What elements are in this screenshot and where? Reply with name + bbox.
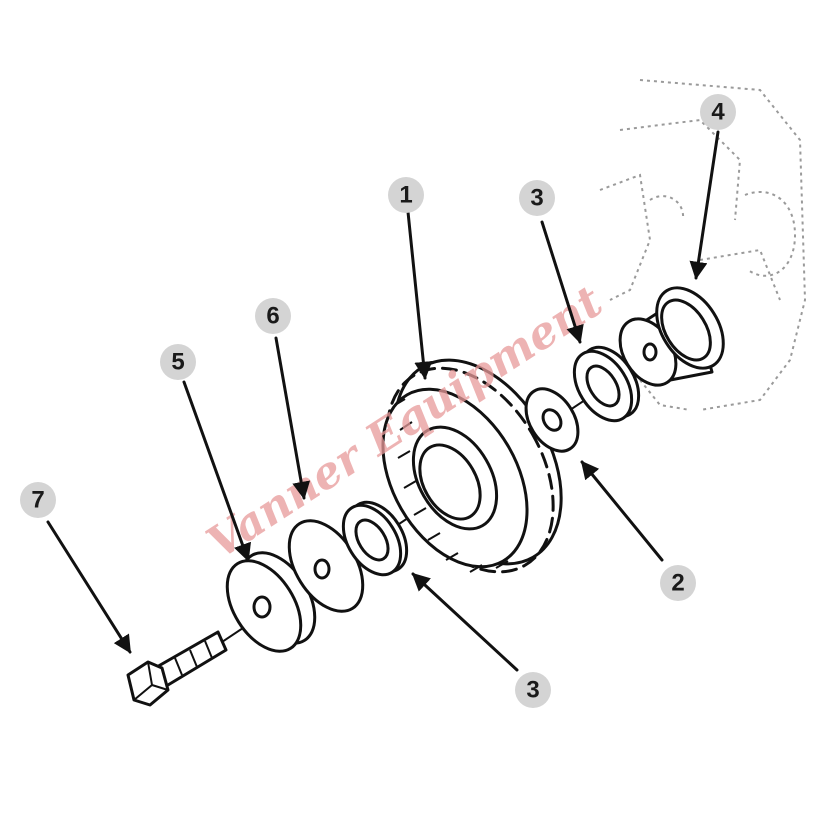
part-2-spacer [524,387,580,453]
part-3-bearing-rear [572,345,641,423]
part-3-bearing-front [341,500,409,577]
callout-3-bottom-label: 3 [526,677,539,704]
callout-6: 6 [255,298,291,334]
leader-4 [689,130,720,280]
leader-3-bottom [411,572,519,672]
leader-lines [46,130,720,672]
callout-5-label: 5 [171,349,184,376]
callout-2: 2 [660,565,696,601]
part-7-bolt [126,630,228,707]
housing-sketch [599,79,807,411]
leader-2 [580,460,664,562]
callout-7-label: 7 [31,487,44,514]
callout-6-label: 6 [266,303,279,330]
callout-3-bottom: 3 [515,672,551,708]
callouts: 1 2 3 3 4 5 6 7 [20,94,736,708]
leader-7 [46,520,132,654]
callout-3-top: 3 [519,180,555,216]
callout-2-label: 2 [671,570,684,597]
callout-3-top-label: 3 [530,185,543,212]
part-4-hub [618,286,725,387]
leader-5 [182,380,251,562]
callout-7: 7 [20,482,56,518]
callout-4: 4 [700,94,736,130]
callout-1: 1 [388,177,424,213]
leader-1 [406,210,433,380]
callout-4-label: 4 [711,99,725,126]
part-1-gear [381,358,563,574]
callout-5: 5 [160,344,196,380]
leader-3-top [540,220,584,344]
callout-1-label: 1 [399,182,412,209]
leader-6 [274,336,311,500]
